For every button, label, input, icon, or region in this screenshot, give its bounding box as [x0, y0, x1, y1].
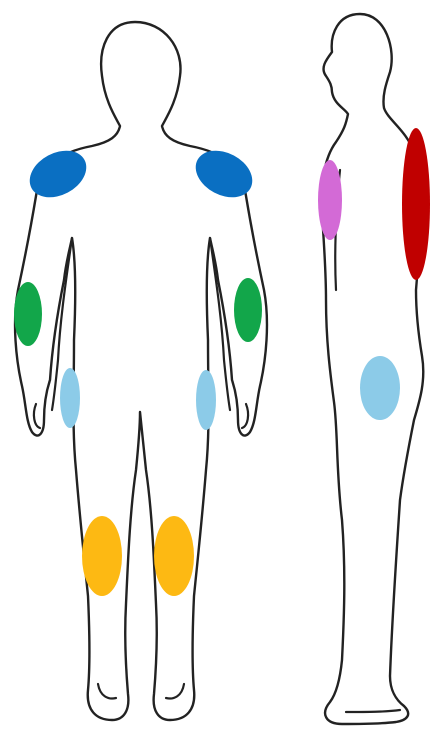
front-view-body — [15, 22, 267, 720]
left-knee-marker — [82, 516, 122, 596]
right-wrist-marker — [196, 370, 216, 430]
hip-marker — [360, 356, 400, 420]
front-body-outline — [15, 22, 267, 720]
chest-marker — [318, 160, 342, 240]
upper-back-marker — [402, 128, 430, 280]
right-upper-arm-marker — [234, 278, 262, 342]
left-wrist-marker — [60, 368, 80, 428]
right-knee-marker — [154, 516, 194, 596]
left-upper-arm-marker — [14, 282, 42, 346]
